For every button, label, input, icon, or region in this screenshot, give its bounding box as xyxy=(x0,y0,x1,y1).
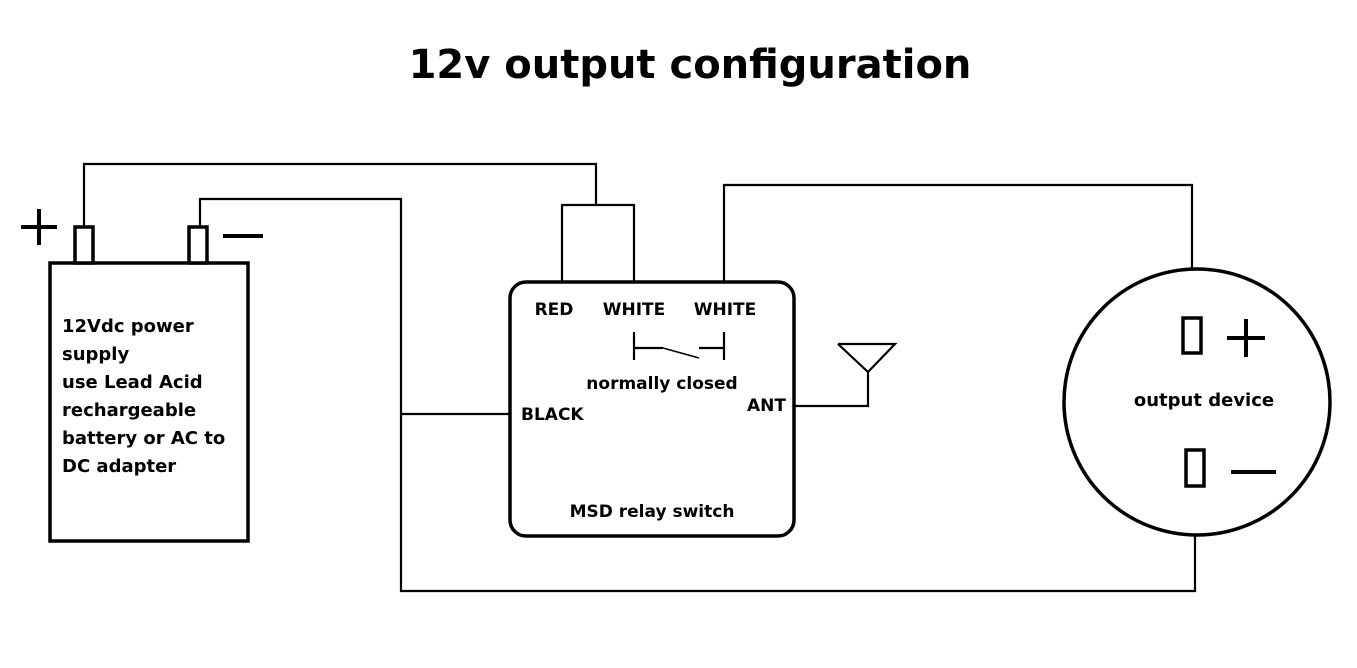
power-supply: 12Vdc power supply use Lead Acid recharg… xyxy=(21,209,263,543)
device-negative-terminal xyxy=(1184,448,1206,488)
terminal-white-label: WHITE xyxy=(694,300,757,320)
switch-icon xyxy=(632,332,726,360)
wire-red-white-jumper xyxy=(560,203,636,282)
antenna-icon xyxy=(837,342,898,374)
power-supply-line: DC adapter xyxy=(62,456,176,477)
terminal-black-label: BLACK xyxy=(521,405,584,425)
power-supply-line: rechargeable xyxy=(62,400,196,421)
relay-switch: RED WHITE WHITE BLACK ANT normally close… xyxy=(508,280,796,538)
terminal-white-label: WHITE xyxy=(603,300,666,320)
switch-state-label: normally closed xyxy=(586,374,737,394)
wire-ant-lead xyxy=(794,372,870,408)
device-positive-terminal xyxy=(1181,316,1203,355)
power-supply-line: use Lead Acid xyxy=(62,372,203,393)
plus-icon xyxy=(1227,319,1265,357)
wire-negative-bus xyxy=(198,197,1197,593)
power-supply-box xyxy=(48,261,250,543)
wires xyxy=(82,162,1197,593)
output-device: output device xyxy=(1062,267,1332,537)
power-supply-line: battery or AC to xyxy=(62,428,225,449)
power-supply-line: supply xyxy=(62,344,129,365)
plus-icon xyxy=(21,209,57,245)
relay-label: MSD relay switch xyxy=(570,502,735,522)
wire-white-to-device xyxy=(722,183,1194,320)
output-device-label: output device xyxy=(1134,390,1274,411)
diagram-title: 12v output configuration xyxy=(409,42,972,88)
terminal-ant-label: ANT xyxy=(747,396,786,416)
wire-positive-to-relay xyxy=(82,162,598,227)
negative-terminal xyxy=(187,225,209,265)
terminal-red-label: RED xyxy=(535,300,574,320)
power-supply-line: 12Vdc power xyxy=(62,316,194,337)
output-device-circle xyxy=(1062,267,1332,537)
power-supply-label: 12Vdc power supply use Lead Acid recharg… xyxy=(62,316,232,477)
positive-terminal xyxy=(73,225,95,265)
